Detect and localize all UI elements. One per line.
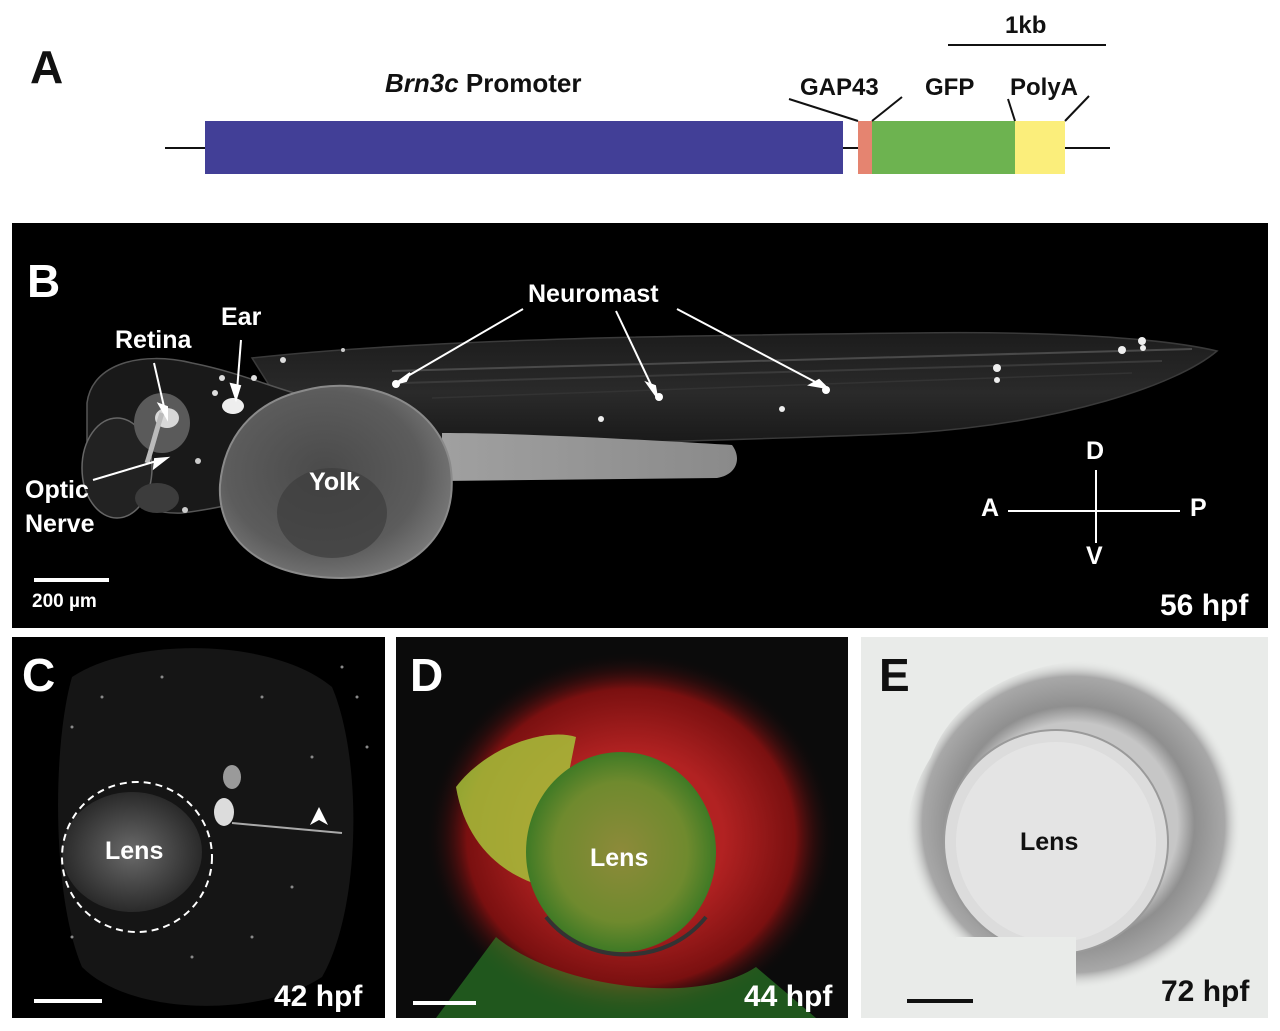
lens-label: Lens bbox=[1020, 828, 1079, 856]
lens-label: Lens bbox=[590, 844, 649, 872]
ear-label: Ear bbox=[221, 303, 262, 331]
panel-e: E Lens 72 hpf bbox=[861, 637, 1268, 1018]
scale-bar-label: 1kb bbox=[1005, 12, 1047, 39]
retina-72hpf-image bbox=[905, 659, 1242, 1007]
lens-label: Lens bbox=[105, 837, 164, 865]
retina-42hpf-image bbox=[34, 648, 369, 1006]
stage-label: 44 hpf bbox=[744, 980, 833, 1013]
gfp-block bbox=[872, 121, 1015, 174]
promoter-block bbox=[205, 121, 843, 174]
panel-c: C Lens 42 hpf bbox=[12, 637, 385, 1018]
optic-nerve-label-line2: Nerve bbox=[25, 510, 95, 538]
stage-label: 72 hpf bbox=[1161, 975, 1250, 1008]
stage-label: 42 hpf bbox=[274, 980, 363, 1013]
panel-a: A Brn3c Promoter GAP43 GFP PolyA 1kb bbox=[0, 0, 1280, 210]
scale-bar-label: 200 µm bbox=[32, 591, 97, 612]
panel-d-letter: D bbox=[410, 649, 444, 701]
axis-anterior-label: A bbox=[981, 494, 1000, 522]
gfp-label: GFP bbox=[925, 74, 975, 101]
axis-ventral-label: V bbox=[1086, 542, 1103, 570]
promoter-label: Brn3c Promoter bbox=[385, 68, 582, 99]
panel-b-letter: B bbox=[27, 255, 61, 307]
yolk-label: Yolk bbox=[309, 468, 360, 496]
zebrafish-embryo-image bbox=[34, 308, 1219, 582]
panel-b: B Retina Ear Neuromast Optic Nerve Yolk … bbox=[12, 223, 1268, 628]
panel-a-letter: A bbox=[30, 41, 64, 93]
neuromast-label: Neuromast bbox=[528, 280, 659, 308]
gap43-block bbox=[858, 121, 872, 174]
axis-posterior-label: P bbox=[1190, 494, 1207, 522]
construct-diagram bbox=[165, 44, 1110, 174]
promoter-word: Promoter bbox=[458, 68, 582, 98]
polya-label: PolyA bbox=[1010, 74, 1079, 101]
retina-44hpf-image bbox=[413, 652, 836, 1018]
polya-block bbox=[1015, 121, 1065, 174]
axis-dorsal-label: D bbox=[1086, 437, 1105, 465]
promoter-gene-name: Brn3c bbox=[385, 68, 459, 98]
panel-c-letter: C bbox=[22, 649, 56, 701]
optic-nerve-label-line1: Optic bbox=[25, 476, 89, 504]
retina-label: Retina bbox=[115, 326, 192, 354]
stage-label: 56 hpf bbox=[1160, 589, 1249, 622]
panel-d: D Lens 44 hpf bbox=[396, 637, 848, 1018]
gap43-label: GAP43 bbox=[800, 74, 879, 101]
panel-e-letter: E bbox=[879, 649, 910, 701]
